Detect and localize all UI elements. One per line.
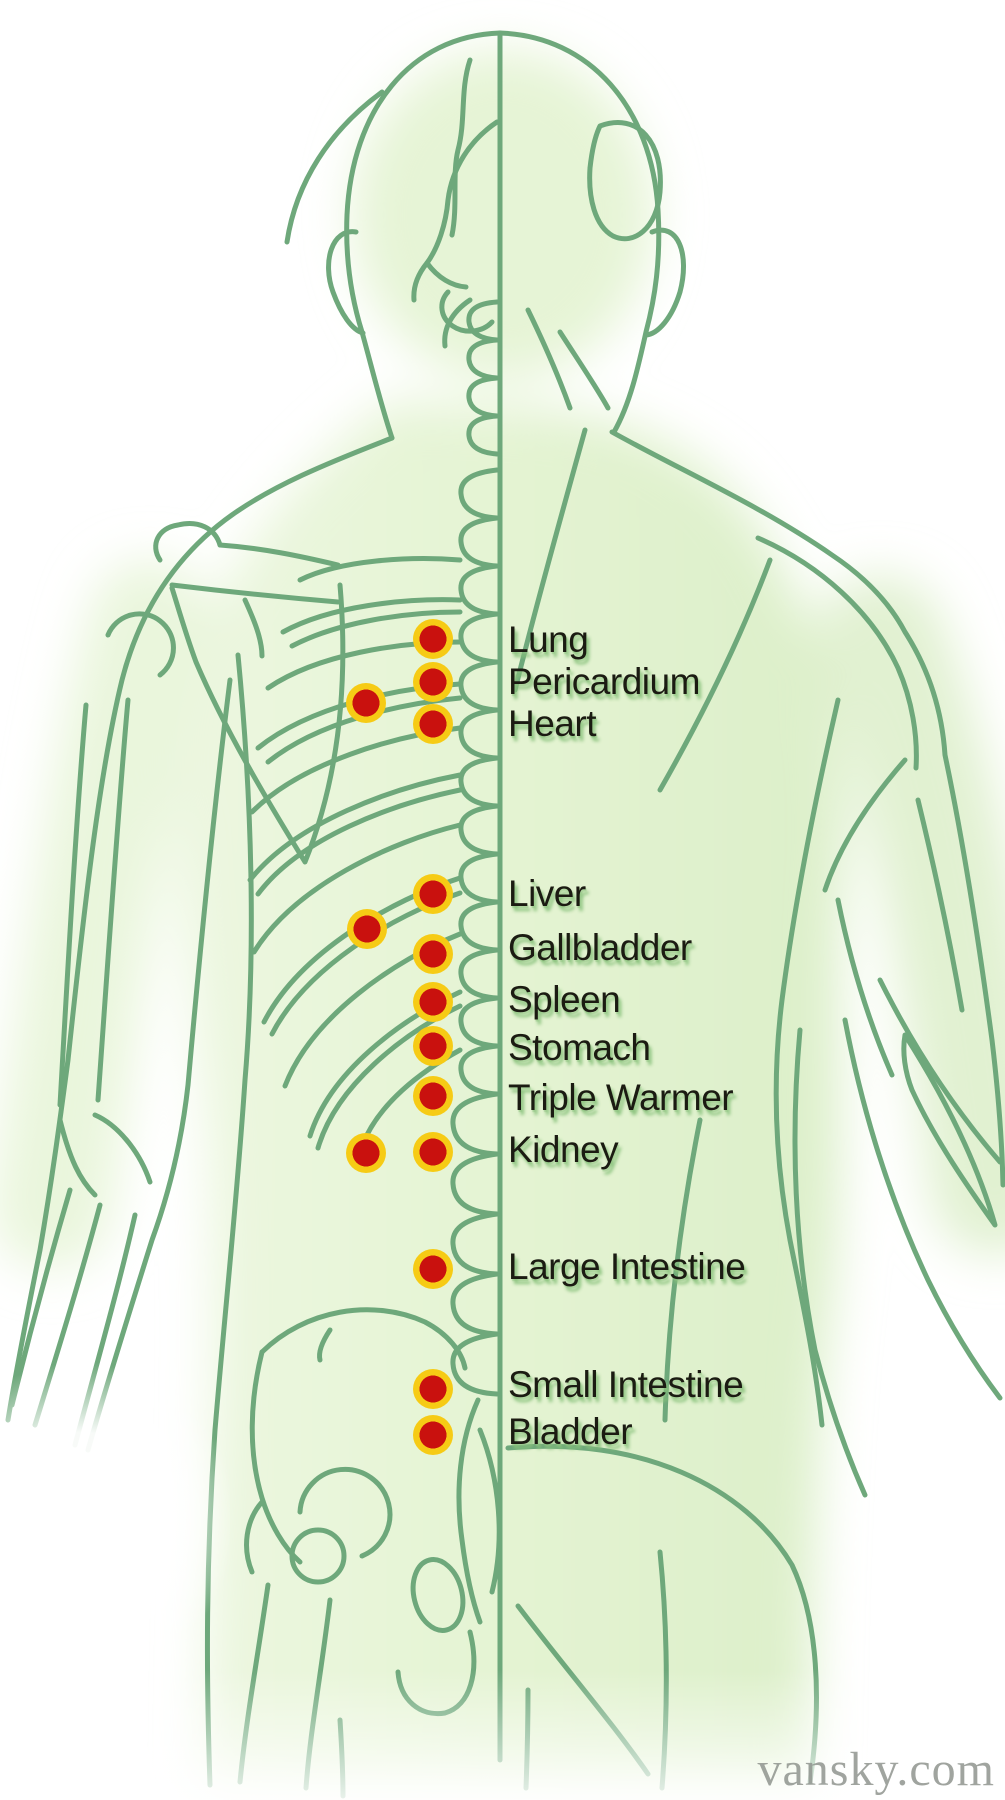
acupoint-dot-heart [413,704,453,744]
right-torso-edge [773,697,841,1428]
hip-socket [297,1466,393,1559]
body-glow [0,50,1005,1790]
acupoint-dot-triple-warmer [413,1076,453,1116]
left-arm-inner [85,677,233,1453]
organ-label-gallbladder: Gallbladder [508,927,692,968]
acupoint-dot-small-intestine [413,1369,453,1409]
acupoint-dot-pericardium [413,662,453,702]
foramen [410,1557,466,1633]
organ-label-liver: Liver [508,873,586,914]
organ-label-spleen: Spleen [508,979,621,1020]
right-muscles [657,535,1003,1498]
spine-vertebrae [450,299,500,1397]
femoral-head [289,1527,347,1585]
right-outline [609,429,1005,1188]
organ-label-bladder: Bladder [508,1411,633,1452]
organ-label-triple-warmer: Triple Warmer [508,1077,734,1118]
sacrum-edge [456,1397,483,1625]
organ-label-pericardium: Pericardium [508,661,700,702]
acupoint-dot-kidney [413,1132,453,1172]
acupoint-dot-large-intestine [413,1249,453,1289]
acupoint-dot-liver [413,874,453,914]
organ-label-heart: Heart [508,703,596,744]
left-ear [326,229,366,336]
acupoint-dot-outer-heart-level [346,683,386,723]
organ-label-large-intestine: Large Intestine [508,1246,746,1287]
acupoint-dot-gallbladder [413,934,453,974]
acupoint-dot-outer-kidney-level [346,1133,386,1173]
organ-label-stomach: Stomach [508,1027,651,1068]
acupoint-dot-lung [413,619,453,659]
skull [284,30,686,1763]
neck [512,307,611,693]
acupoint-dot-bladder [413,1415,453,1455]
right-occipital-oval [587,120,663,242]
organ-label-kidney: Kidney [508,1129,619,1170]
acupoint-dot-spleen [413,982,453,1022]
watermark: vansky.com [757,1743,995,1796]
acupoint-dot-stomach [413,1026,453,1066]
organ-label-small-intestine: Small Intestine [508,1364,744,1405]
humeral-head [105,611,176,678]
acupoint-dot-outer-gallbladder-level [347,909,387,949]
right-ear [643,227,686,338]
organ-label-lung: Lung [508,619,589,660]
left-outline [5,435,395,1423]
